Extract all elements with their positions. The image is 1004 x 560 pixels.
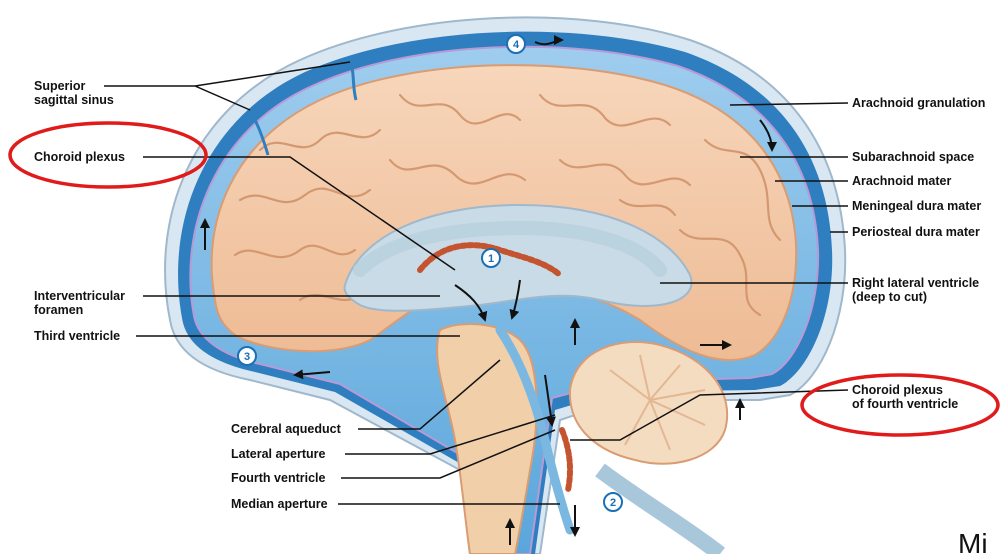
flow-arrow-12 [534, 35, 564, 46]
step-badge-1: 1 [481, 248, 501, 268]
label-third-ventricle: Third ventricle [34, 329, 121, 343]
leader-choroid-plexus [143, 156, 456, 271]
label-superior-sagittal-sinus: Superior sagittal sinus [34, 79, 114, 107]
label-fourth-ventricle: Fourth ventricle [231, 471, 326, 485]
corner-text-fragment: Mi [958, 528, 988, 559]
leader-superior-sagittal-sinus [104, 61, 351, 111]
brainstem [436, 323, 538, 554]
arbor-vitae [609, 354, 706, 451]
spinal-canal-band [595, 463, 725, 554]
leader-choroid-plexus-fourth [570, 389, 849, 441]
svg-text:1: 1 [488, 253, 494, 265]
corpus-callosum [353, 220, 667, 277]
flow-arrow-11 [759, 119, 777, 152]
highlight-circle-choroid-plexus [8, 121, 208, 189]
cerebral-aqueduct-channel [495, 325, 575, 535]
leader-lateral-aperture [345, 414, 556, 455]
label-choroid-plexus-fourth-ventricle: Choroid plexus of fourth ventricle [852, 383, 959, 411]
label-subarachnoid-space: Subarachnoid space [852, 150, 975, 164]
label-right-lateral-ventricle: Right lateral ventricle (deep to cut) [852, 276, 980, 304]
label-arachnoid-mater: Arachnoid mater [852, 174, 952, 188]
choroid-plexus-lateral [417, 242, 563, 278]
label-interventricular-foramen: Interventricular foramen [34, 289, 126, 317]
label-periosteal-dura-mater: Periosteal dura mater [852, 225, 980, 239]
flow-arrow-3 [544, 374, 556, 427]
svg-text:2: 2 [610, 497, 616, 509]
label-lateral-aperture: Lateral aperture [231, 447, 326, 461]
label-choroid-plexus: Choroid plexus [34, 150, 125, 164]
choroid-plexus-fourth [559, 427, 573, 493]
flow-arrow-1 [454, 284, 488, 322]
step-badge-4: 4 [506, 34, 526, 54]
sinus-vein-1 [248, 109, 270, 156]
leader-arachnoid-granulation [729, 102, 849, 106]
flow-arrow-7 [293, 369, 331, 380]
step-badge-3: 3 [237, 346, 257, 366]
label-cerebral-aqueduct: Cerebral aqueduct [231, 422, 341, 436]
step-badge-2: 2 [603, 492, 623, 512]
highlight-circle-choroid-plexus-fourth [800, 373, 1000, 437]
leader-fourth-ventricle [341, 429, 556, 479]
gyri-pattern [233, 93, 782, 317]
label-meningeal-dura-mater: Meningeal dura mater [852, 199, 982, 213]
label-median-aperture: Median aperture [231, 497, 328, 511]
svg-text:3: 3 [244, 351, 250, 363]
label-arachnoid-granulation: Arachnoid granulation [852, 96, 986, 110]
leader-cerebral-aqueduct [358, 359, 501, 430]
flow-arrow-2 [509, 279, 521, 320]
sinus-vein-2 [348, 59, 358, 101]
svg-text:4: 4 [513, 39, 520, 51]
